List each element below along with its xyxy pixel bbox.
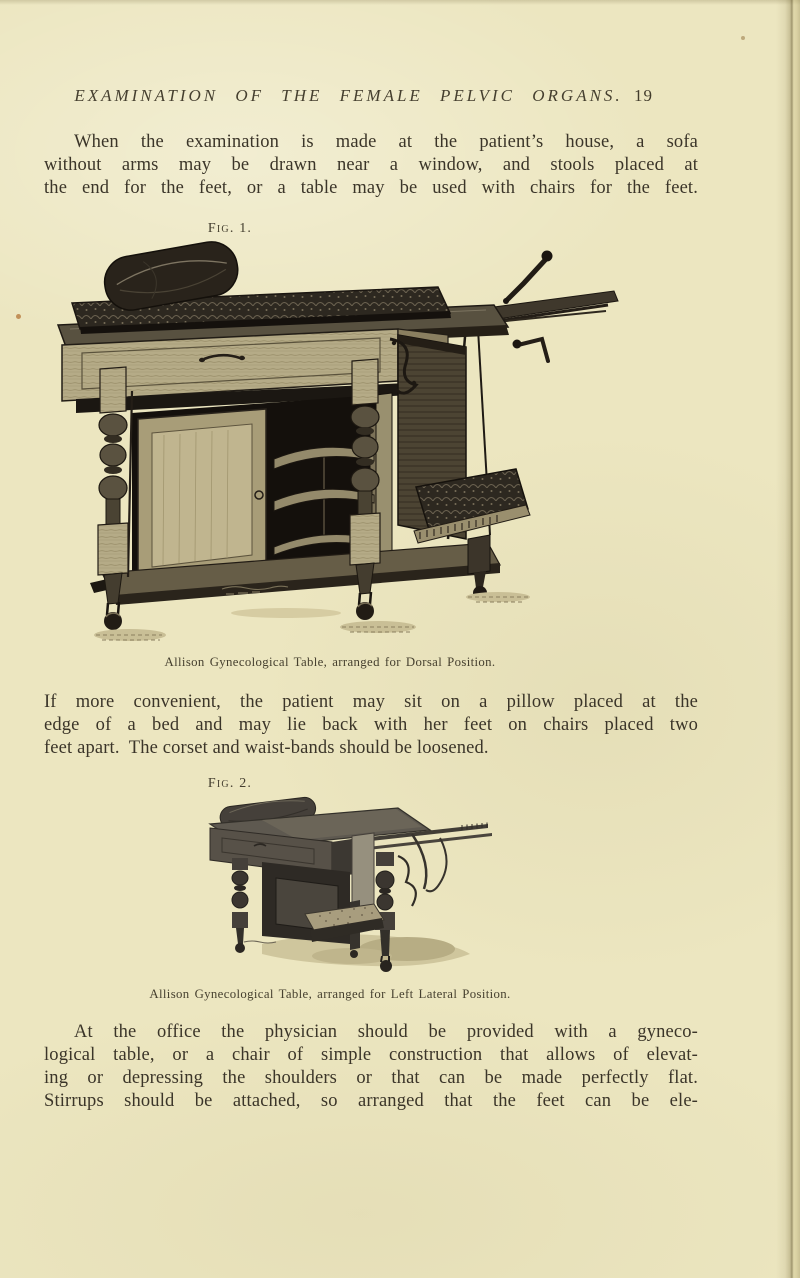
crank-handle-icon	[512, 336, 550, 363]
extension-rails	[362, 822, 492, 893]
page-right-edge	[776, 0, 800, 1278]
paper-speck	[741, 36, 745, 40]
cabinet	[132, 392, 393, 591]
floor-shadow	[262, 934, 470, 967]
rear-right-leg	[467, 534, 491, 600]
foot-rest-pad	[413, 468, 531, 544]
text-line: When the examination is made at the pati…	[74, 132, 698, 152]
paragraph-1: When the examination is made at the pati…	[44, 131, 698, 200]
text-line: the end for the feet, or a table may be …	[44, 178, 698, 198]
figure-1-label: Fig. 1.	[207, 221, 253, 236]
text-line: Stirrups should be attached, so arranged…	[44, 1091, 698, 1111]
pillow	[103, 241, 239, 311]
drawer-handle	[253, 843, 267, 847]
left-leg	[231, 858, 249, 953]
floor-shadows	[94, 592, 530, 641]
figure-1-caption: Allison Gynecological Table, arranged fo…	[164, 655, 496, 669]
text-line: If more convenient, the patient may sit …	[44, 692, 698, 712]
paragraph-2: If more convenient, the patient may sit …	[44, 691, 698, 760]
figure-2-illustration	[208, 796, 492, 972]
front-left-leg	[97, 366, 129, 630]
iron-scroll-bracket	[389, 337, 419, 395]
crank-handle-icon	[503, 250, 553, 304]
paper-speck	[16, 314, 21, 319]
text-line: ing or depressing the shoulders or that …	[44, 1068, 698, 1088]
running-head: EXAMINATION OF THE FEMALE PELVIC ORGANS.…	[44, 86, 653, 108]
text-line: feet apart. The corset and waist-bands s…	[44, 738, 489, 758]
text-line: edge of a bed and may lie back with her …	[44, 715, 698, 735]
figure-2-label: Fig. 2.	[207, 776, 253, 791]
drawer-handle	[199, 353, 245, 363]
engraver-mark	[243, 940, 277, 944]
step-stool	[304, 903, 385, 942]
sliding-door	[137, 408, 267, 588]
page-title: EXAMINATION OF THE FEMALE PELVIC ORGANS.	[74, 86, 623, 105]
paragraph-3: At the office the physician should be pr…	[44, 1021, 698, 1113]
text-line: without arms may be drawn near a window,…	[44, 155, 698, 175]
page-top-shading	[0, 0, 800, 5]
figure-2-caption: Allison Gynecological Table, arranged fo…	[149, 987, 511, 1001]
figure-1-illustration	[56, 241, 619, 641]
engraver-mark	[221, 585, 289, 595]
quarter-round-shelves	[273, 446, 375, 556]
text-line: At the office the physician should be pr…	[74, 1022, 698, 1042]
upholstered-mattress	[70, 286, 452, 334]
text-line: logical table, or a chair of simple cons…	[44, 1045, 698, 1065]
page-number: 19	[634, 86, 653, 105]
front-right-leg	[349, 358, 381, 620]
